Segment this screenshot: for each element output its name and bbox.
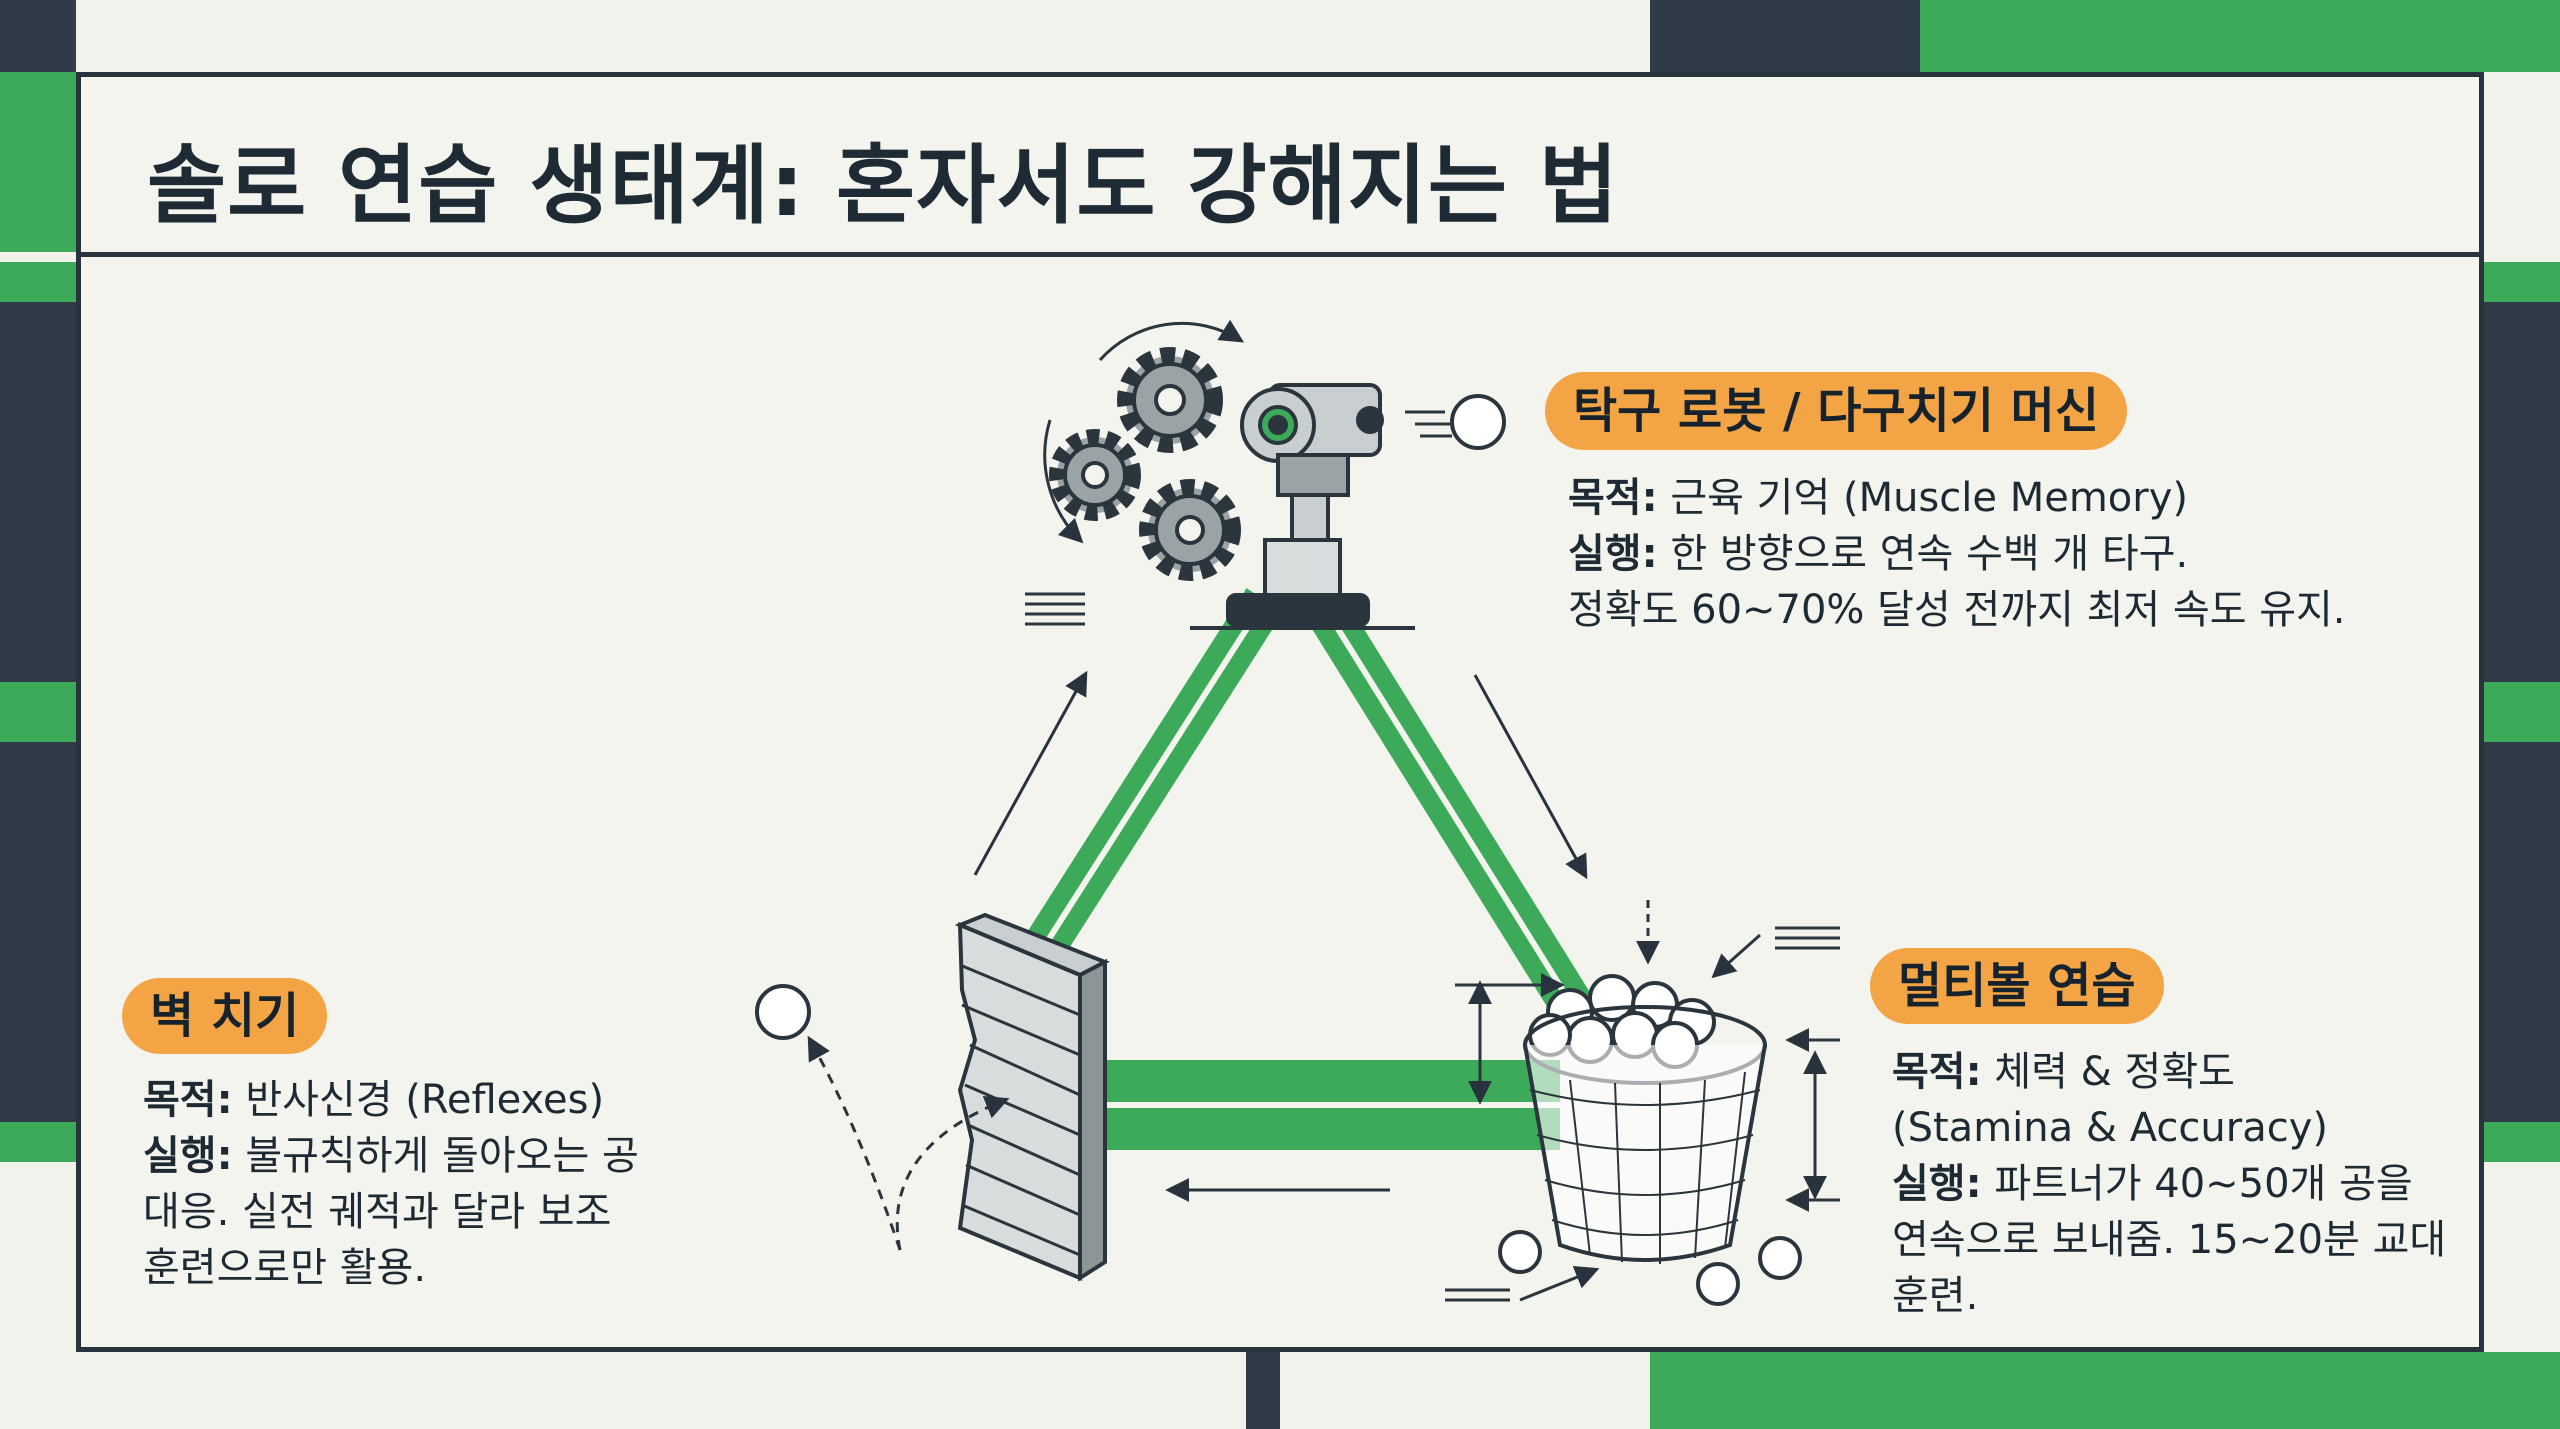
bounce-trajectory-icon (807, 1035, 902, 1251)
side-block (2484, 682, 2560, 742)
ball-icon (755, 984, 811, 1040)
multiball-description: 목적: 체력 & 정확도 (Stamina & Accuracy) 실행: 파트… (1892, 1044, 2446, 1324)
purpose-key: 목적: (1892, 1049, 1982, 1095)
bounce-trajectory-icon (895, 1095, 1010, 1251)
side-block (0, 742, 76, 1122)
purpose-value: 반사신경 (Reflexes) (245, 1077, 605, 1123)
purpose-key: 목적: (1568, 475, 1658, 521)
action-text: 훈련으로만 활용. (143, 1245, 427, 1291)
side-block (0, 682, 76, 742)
action-text: 대응. 실전 궤적과 달라 보조 (143, 1189, 612, 1235)
corner-block (0, 0, 76, 72)
action-text: 훈련. (1892, 1273, 1979, 1319)
ball-basket-icon (1498, 974, 1802, 1306)
purpose-value: 체력 & 정확도 (1994, 1049, 2235, 1095)
gears-icon (1043, 319, 1245, 581)
bottom-block (1650, 1352, 2560, 1429)
wall-heading-label: 벽 치기 (122, 978, 328, 1054)
action-text: 정확도 60~70% 달성 전까지 최저 속도 유지. (1568, 587, 2346, 633)
side-block (0, 1122, 76, 1162)
title-bar: 솔로 연습 생태계: 혼자서도 강해지는 법 (81, 77, 2479, 257)
side-block (2484, 262, 2560, 302)
side-block (2484, 742, 2560, 1122)
purpose-value: (Stamina & Accuracy) (1892, 1105, 2328, 1151)
side-block (2484, 302, 2560, 682)
top-block (1650, 0, 1920, 72)
action-text: 한 방향으로 연속 수백 개 타구. (1670, 531, 2189, 577)
side-block (0, 262, 76, 302)
action-text: 연속으로 보내줌. 15~20분 교대 (1892, 1217, 2447, 1263)
triangle-band-bottom (1060, 1060, 1560, 1150)
multiball-heading-label: 멀티볼 연습 (1870, 948, 2164, 1024)
action-key: 실행: (143, 1133, 233, 1179)
side-block (0, 72, 76, 252)
robot-launcher-icon (1190, 383, 1415, 630)
cycle-arrow-icon (1473, 674, 1588, 880)
action-text: 파트너가 40~50개 공을 (1994, 1161, 2413, 1207)
measure-arrows-icon (1445, 900, 1840, 1302)
bottom-block (1246, 1352, 1280, 1429)
action-key: 실행: (1568, 531, 1658, 577)
motion-lines-icon (1025, 592, 1085, 626)
ball-icon (1405, 394, 1506, 450)
cycle-arrow-icon (973, 670, 1088, 876)
page-title: 솔로 연습 생태계: 혼자서도 강해지는 법 (147, 136, 1620, 236)
purpose-value: 근육 기억 (Muscle Memory) (1670, 475, 2188, 521)
brick-wall-icon (954, 912, 1110, 1282)
side-block (0, 302, 76, 682)
triangle-band-left (991, 588, 1284, 1012)
action-key: 실행: (1892, 1161, 1982, 1207)
robot-heading-label: 탁구 로봇 / 다구치기 머신 (1545, 372, 2127, 450)
top-block (1920, 0, 2560, 72)
side-block (2484, 1122, 2560, 1162)
purpose-key: 목적: (143, 1077, 233, 1123)
robot-description: 목적: 근육 기억 (Muscle Memory) 실행: 한 방향으로 연속 … (1568, 470, 2346, 638)
triangle-band-right (1301, 588, 1594, 1022)
wall-description: 목적: 반사신경 (Reflexes) 실행: 불규칙하게 돌아오는 공 대응.… (143, 1072, 639, 1296)
action-text: 불규칙하게 돌아오는 공 (245, 1133, 639, 1179)
